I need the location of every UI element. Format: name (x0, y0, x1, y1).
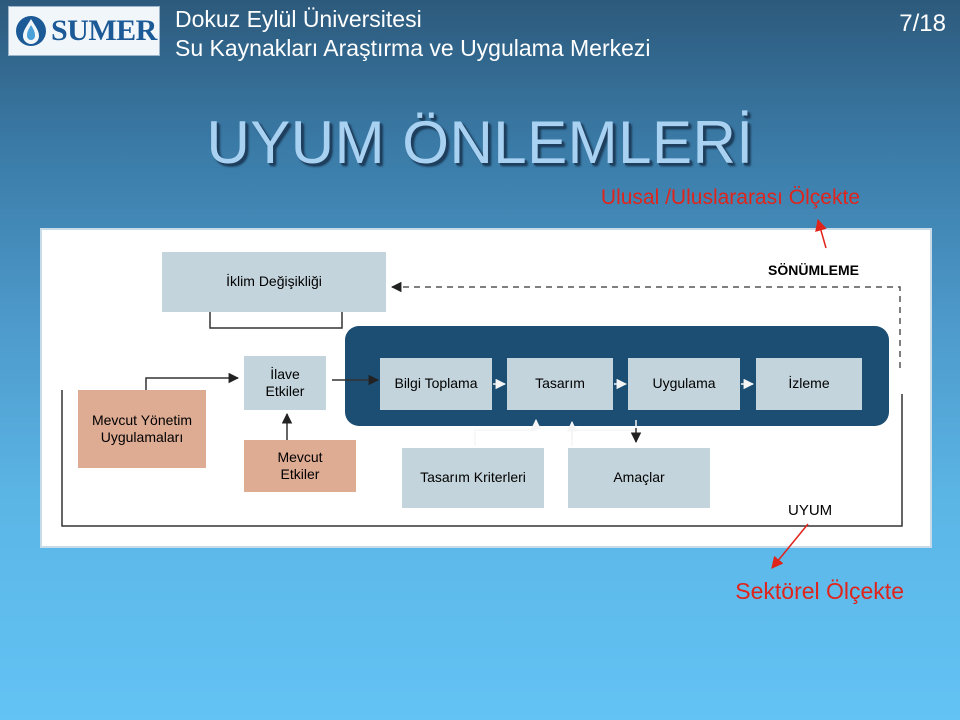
additional-effects-box: İlave Etkiler (244, 356, 326, 410)
slide-title: UYUM ÖNLEMLERİ (206, 109, 754, 176)
practices-top-line (145, 372, 240, 390)
sectoral-scale-label: Sektörel Ölçekte (735, 578, 904, 604)
institution-name: Dokuz Eylül Üniversitesi (175, 6, 422, 32)
step-box-monitoring: İzleme (756, 358, 862, 410)
step-box-design: Tasarım (507, 358, 613, 410)
mitigation-label: SÖNÜMLEME (768, 262, 859, 278)
step-box-information-gathering: Bilgi Toplama (380, 358, 492, 410)
diagram-panel: İklim Değişikliği SÖNÜMLEME Mevcut Yönet… (40, 228, 932, 548)
current-effects-box: Mevcut Etkiler (244, 440, 356, 492)
climate-bracket (209, 312, 343, 329)
water-drop-icon (16, 16, 46, 46)
design-criteria-box: Tasarım Kriterleri (402, 448, 544, 508)
adaptation-label: UYUM (788, 502, 833, 519)
practices-left-loop (61, 390, 903, 527)
center-name: Su Kaynakları Araştırma ve Uygulama Merk… (175, 35, 651, 61)
national-scale-label: Ulusal /Uluslararası Ölçekte (600, 186, 860, 209)
page-number: 7/18 (899, 10, 946, 37)
step-box-implementation: Uygulama (628, 358, 740, 410)
climate-change-box: İklim Değişikliği (162, 252, 386, 312)
logo-text: SUMER (51, 14, 157, 47)
criteria-bracket (474, 418, 542, 446)
current-practices-box: Mevcut Yönetim Uygulamaları (78, 390, 206, 468)
mitigation-feedback-line (390, 281, 901, 368)
goals-box: Amaçlar (568, 448, 710, 508)
sumer-logo: SUMER (8, 6, 160, 56)
